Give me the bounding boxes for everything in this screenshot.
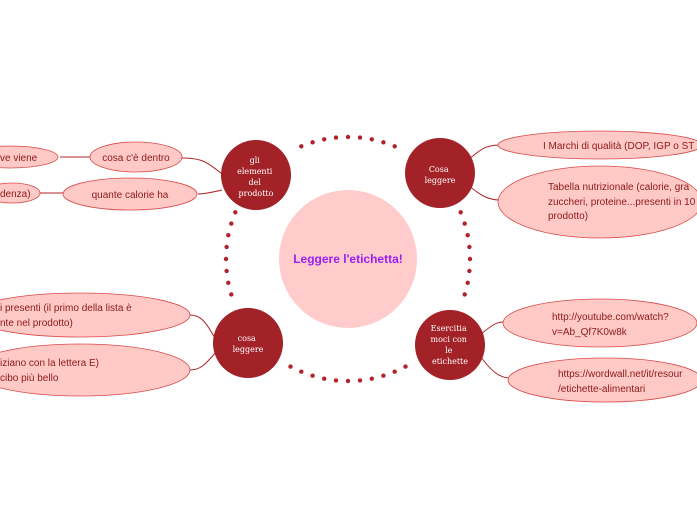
node-esercitiamoci-line-3: le: [445, 346, 453, 355]
ring-dot: [229, 221, 234, 226]
connector-youtube: [479, 321, 505, 336]
node-esercitiamoci-line-2: moci con: [431, 335, 467, 344]
ring-dot: [224, 268, 229, 274]
ring-dot: [357, 378, 363, 383]
ring-dot: [369, 137, 374, 142]
leaf-calorie-text: quante calorie ha: [92, 190, 169, 201]
node-elementi-line-1: gli: [250, 156, 261, 165]
svg-text:cosa leggere: cosa leggere: [233, 334, 264, 354]
dotted-ring: [223, 134, 473, 384]
svg-text:Cosa leggere: Cosa leggere: [425, 165, 456, 185]
ring-dot: [465, 280, 470, 285]
leaf-ingredienti-line-1: i presenti (il primo della lista è: [0, 303, 132, 314]
leaf-marchi-text: I Marchi di qualità (DOP, IGP o ST: [543, 141, 694, 152]
ring-dot: [462, 292, 467, 297]
node-cosa-leggere-right[interactable]: Cosa leggere: [405, 138, 475, 208]
leaf-dove-viene[interactable]: ve viene: [0, 145, 59, 169]
connector-additivi: [189, 351, 217, 371]
ring-dot: [226, 280, 231, 285]
ring-dot: [381, 140, 386, 145]
ring-dot: [392, 369, 397, 374]
leaf-scadenza[interactable]: denza): [0, 182, 41, 204]
svg-text:Tabella nutrizionale (calorie,: Tabella nutrizionale (calorie, gra zucch…: [548, 182, 697, 222]
ring-dot: [345, 378, 351, 384]
node-esercitiamoci-line-4: etichette: [432, 357, 468, 366]
ring-dot: [467, 244, 472, 250]
svg-text:iziano con la lettera E): iziano con la lettera E) cibo più bello: [0, 358, 102, 384]
ring-dot: [223, 256, 229, 262]
node-cosa-leggere-left-line-2: leggere: [233, 345, 264, 354]
leaf-ingredienti-line-2: nte nel prodotto): [0, 318, 73, 329]
node-elementi-prodotto[interactable]: gli elementi del prodotto: [221, 140, 291, 210]
ring-dot: [299, 144, 304, 149]
svg-text:i presenti (il primo della lis: i presenti (il primo della lista è nte n…: [0, 303, 135, 329]
svg-text:gli elementi del: gli elementi del prodotto: [237, 156, 275, 198]
leaf-wordwall-line-2[interactable]: /etichette-alimentari: [558, 384, 645, 395]
leaf-wordwall-line-1[interactable]: https://wordwall.net/it/resour: [558, 369, 683, 380]
ring-dot: [403, 364, 408, 369]
leaf-cosa-dentro-text: cosa c'è dentro: [102, 153, 170, 164]
ring-dot: [299, 369, 304, 374]
connector-marchi: [467, 144, 501, 161]
leaf-tabella[interactable]: Tabella nutrizionale (calorie, gra zucch…: [497, 165, 697, 239]
ring-dot: [333, 378, 339, 383]
ring-dot: [462, 221, 467, 226]
connector-wordwall: [479, 355, 511, 379]
leaf-tabella-line-3: prodotto): [548, 211, 588, 222]
ring-dot: [226, 233, 231, 238]
leaf-tabella-line-2: zuccheri, proteine...presenti in 10: [548, 197, 696, 208]
node-cosa-leggere-right-line-2: leggere: [425, 176, 456, 185]
node-elementi-line-3: del: [249, 178, 262, 187]
leaf-additivi-line-1: iziano con la lettera E): [0, 358, 99, 369]
leaf-scadenza-text: denza): [0, 189, 31, 200]
ring-dot: [310, 373, 315, 378]
node-cosa-leggere-left[interactable]: cosa leggere: [213, 308, 283, 378]
svg-text:https://wordwall.net/it/resour: https://wordwall.net/it/resour /etichett…: [558, 369, 685, 395]
leaf-dove-viene-text: ve viene: [0, 153, 38, 164]
ring-dot: [465, 233, 470, 238]
ring-dot: [345, 134, 351, 140]
ring-dot: [381, 373, 386, 378]
node-elementi-line-2: elementi: [237, 167, 273, 176]
node-cosa-leggere-right-line-1: Cosa: [429, 165, 449, 174]
ring-dot: [333, 135, 339, 140]
node-elementi-line-4: prodotto: [239, 189, 274, 198]
connector-calorie: [197, 189, 223, 195]
ring-dot: [322, 137, 327, 142]
ring-dot: [467, 256, 473, 262]
leaf-calorie[interactable]: quante calorie ha: [62, 177, 198, 211]
leaf-wordwall[interactable]: https://wordwall.net/it/resour /etichett…: [507, 357, 697, 403]
node-esercitiamoci[interactable]: Esercitia moci con le etichette: [415, 310, 485, 380]
ring-dot: [458, 210, 463, 215]
svg-text:http://youtube.com/watch?: http://youtube.com/watch? v=Ab_Qf7K0w8k: [552, 312, 672, 338]
connector-tabella: [467, 184, 501, 201]
ring-dot: [224, 244, 229, 250]
svg-text:Esercitia moci con: Esercitia moci con le etichette: [431, 324, 470, 366]
leaf-additivi[interactable]: iziano con la lettera E) cibo più bello: [0, 343, 191, 397]
ring-dot: [288, 364, 293, 369]
central-topic[interactable]: Leggere l'etichetta!: [279, 190, 417, 328]
ring-dot: [322, 376, 327, 381]
leaf-youtube[interactable]: http://youtube.com/watch? v=Ab_Qf7K0w8k: [502, 298, 697, 348]
leaf-youtube-line-2[interactable]: v=Ab_Qf7K0w8k: [552, 327, 628, 338]
ring-dot: [310, 140, 315, 145]
ring-dot: [467, 268, 472, 274]
leaf-marchi[interactable]: I Marchi di qualità (DOP, IGP o ST: [497, 130, 697, 160]
connector-ingredienti: [189, 314, 217, 341]
leaf-ingredienti[interactable]: i presenti (il primo della lista è nte n…: [0, 292, 191, 338]
ring-dot: [369, 376, 374, 381]
leaf-youtube-line-1[interactable]: http://youtube.com/watch?: [552, 312, 669, 323]
central-topic-title: Leggere l'etichetta!: [293, 252, 403, 266]
leaf-tabella-line-1: Tabella nutrizionale (calorie, gra: [548, 182, 690, 193]
ring-dot: [229, 292, 234, 297]
ring-dot: [392, 144, 397, 149]
leaf-additivi-line-2: cibo più bello: [0, 373, 59, 384]
ring-dot: [357, 135, 363, 140]
node-cosa-leggere-left-line-1: cosa: [238, 334, 256, 343]
leaf-cosa-dentro[interactable]: cosa c'è dentro: [89, 141, 183, 173]
connector-cosa-dentro: [179, 157, 223, 175]
node-esercitiamoci-line-1: Esercitia: [431, 324, 467, 333]
ring-dot: [233, 210, 238, 215]
